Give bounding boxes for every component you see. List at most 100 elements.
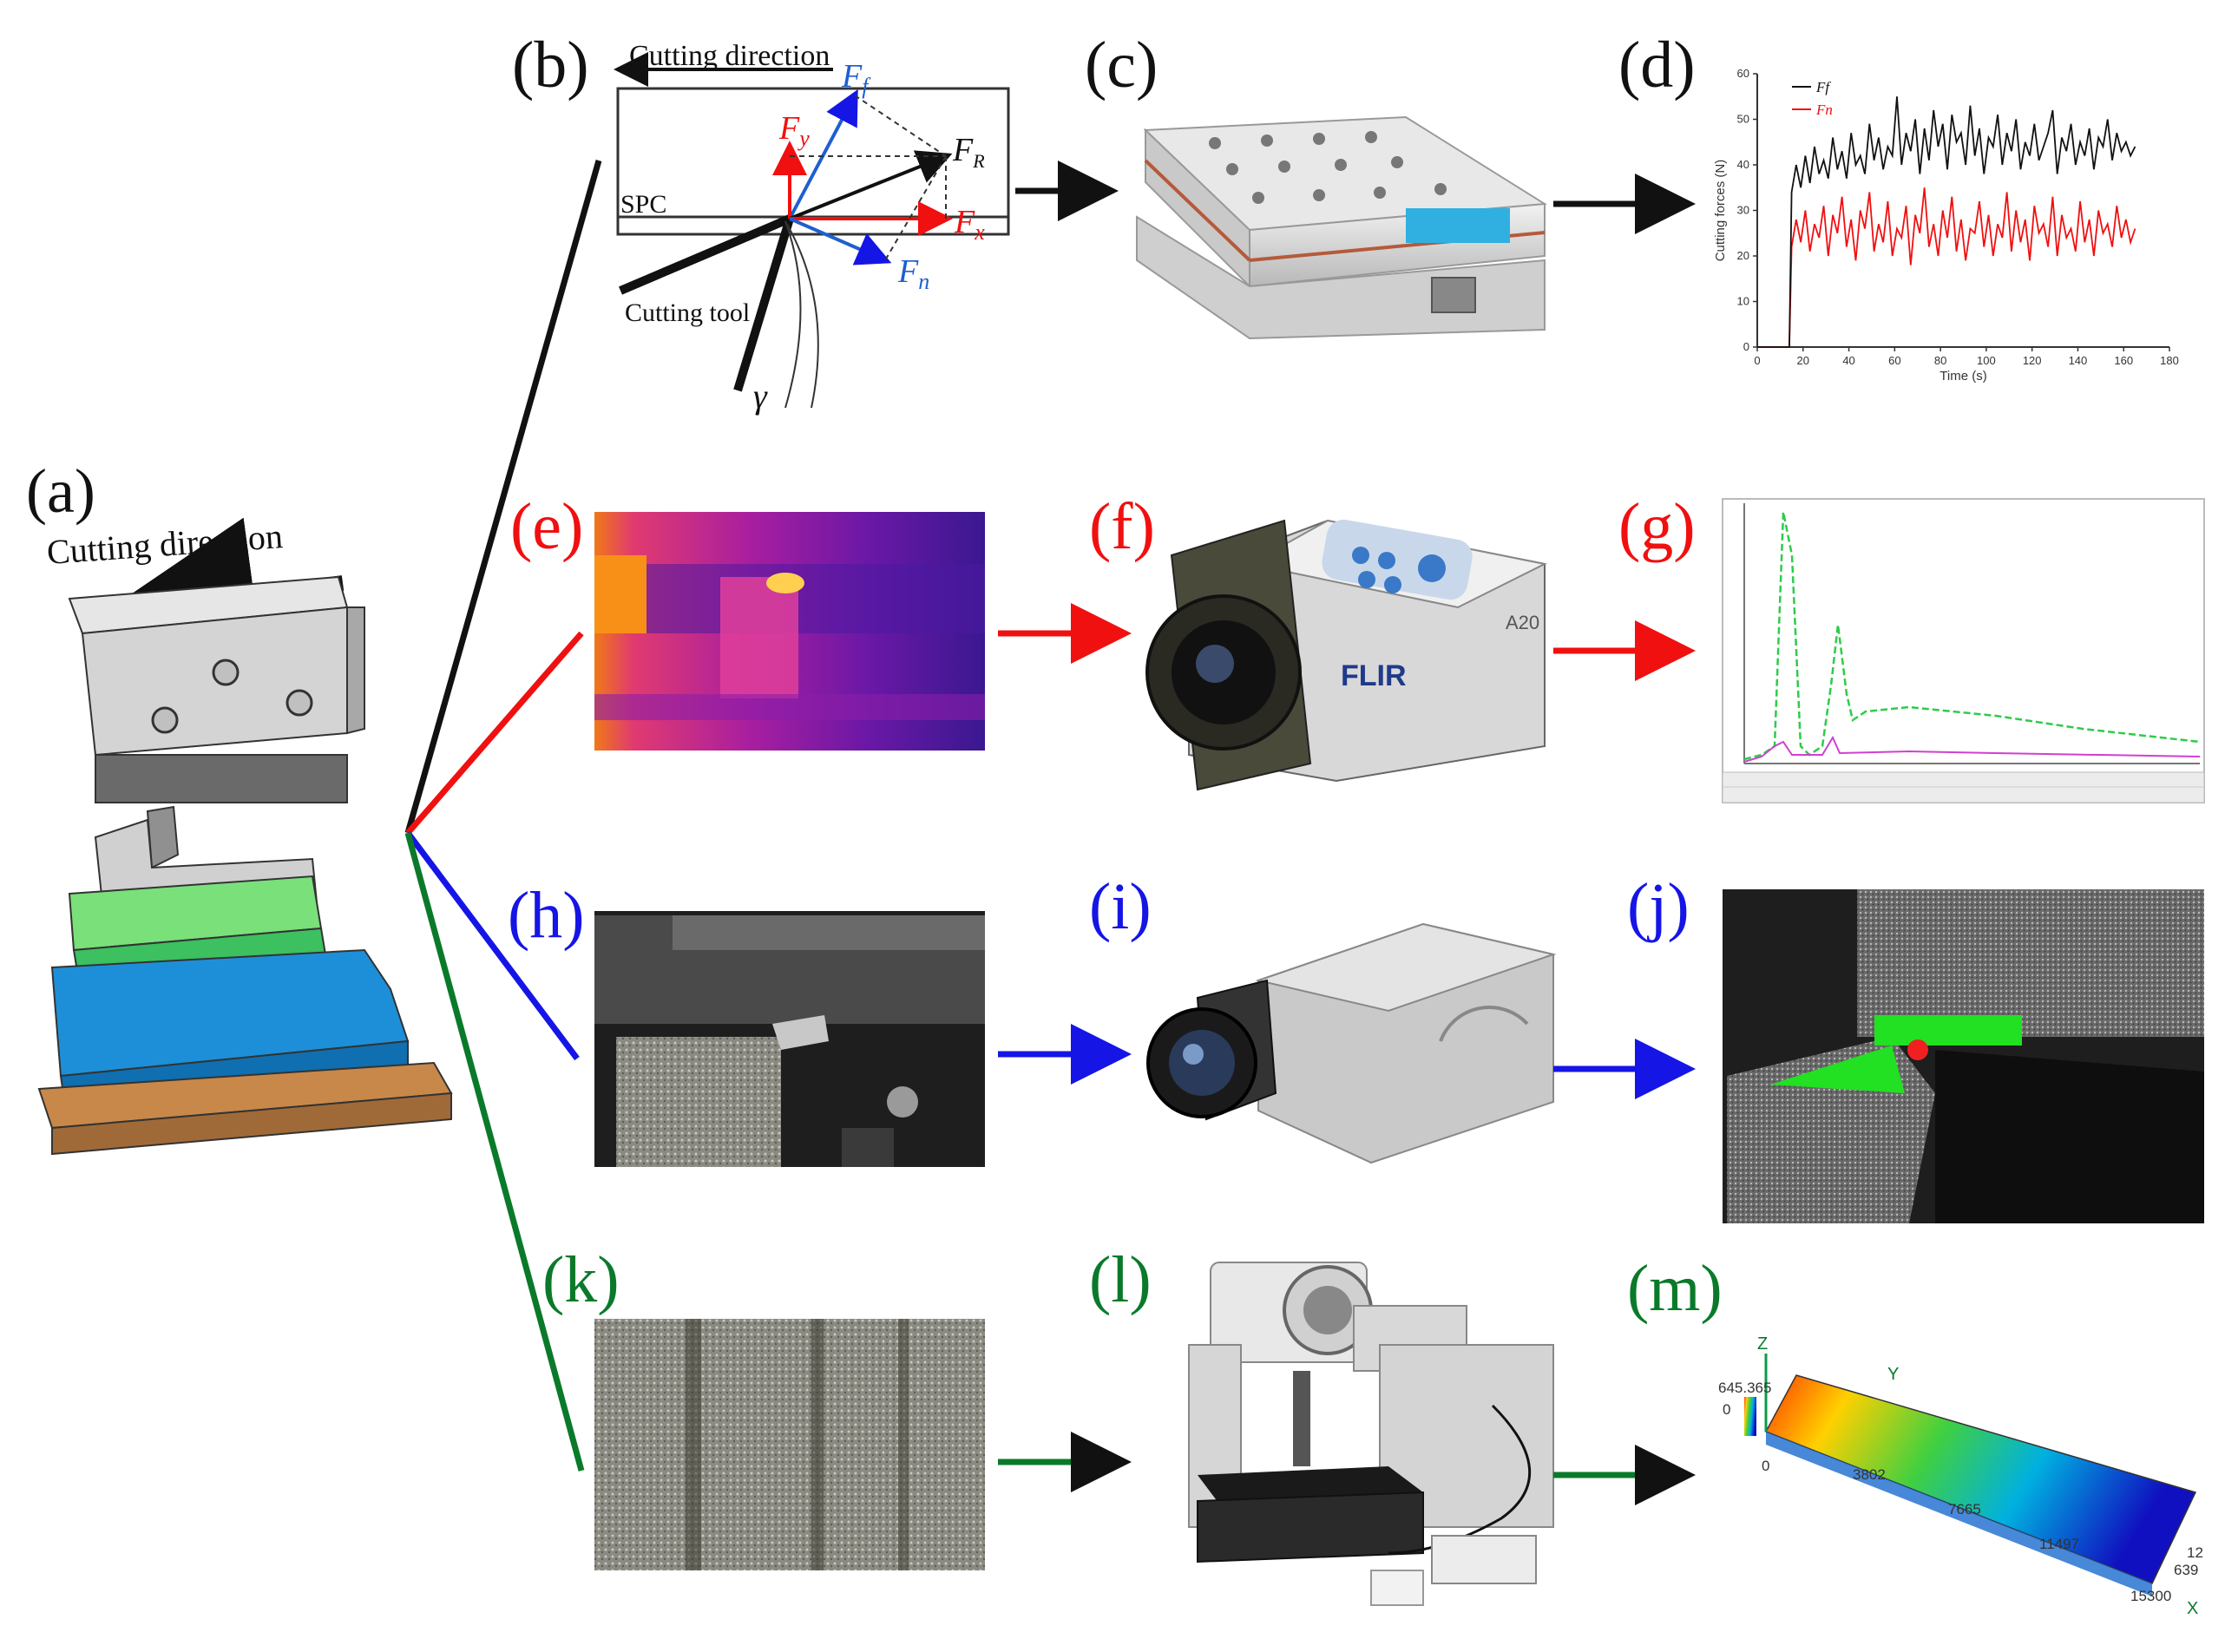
chart-y-tick-label: 20 xyxy=(1737,249,1749,262)
panel-b-cutting-direction: Cutting direction xyxy=(629,40,830,72)
dash-ff-fr xyxy=(854,95,947,157)
panel-e-label: (e) xyxy=(510,490,583,563)
surface-texture-image xyxy=(594,1319,985,1570)
tool-rake-line xyxy=(619,214,791,295)
panel-d-label: (d) xyxy=(1618,29,1696,102)
chart-y-tick-label: 10 xyxy=(1737,295,1749,308)
tool-holder xyxy=(68,575,365,803)
panel-k: (k) xyxy=(542,1243,985,1570)
label-ff: Ff xyxy=(841,58,871,99)
chart-series-fn xyxy=(1757,187,2136,348)
panel-b: (b) Cutting direction SPC Cutting tool γ… xyxy=(512,29,1010,416)
panel-l: (l) xyxy=(1089,1243,1554,1606)
panel-g-label: (g) xyxy=(1618,490,1696,563)
panel-h: (h) xyxy=(508,879,985,1167)
branch-line-red xyxy=(405,631,584,836)
chart-x-tick-label: 60 xyxy=(1888,354,1900,367)
temperature-plot xyxy=(1722,498,2205,803)
chart-x-tick-label: 120 xyxy=(2023,354,2042,367)
panel-a: (a) Cutting direction xyxy=(26,456,453,1156)
chart-x-tick-label: 40 xyxy=(1842,354,1854,367)
chart-x-tick-label: 80 xyxy=(1934,354,1946,367)
chart-legend-label: Fn xyxy=(1815,102,1833,118)
camera-model: A20 xyxy=(1506,612,1539,633)
spc-label: SPC xyxy=(620,190,666,219)
chart-y-tick-label: 30 xyxy=(1737,204,1749,217)
gamma-arc-2 xyxy=(784,220,802,409)
branch-lines xyxy=(404,160,602,1472)
panel-j: (j) xyxy=(1627,870,2204,1223)
chart-x-label: Time (s) xyxy=(1939,369,1986,384)
panel-a-label: (a) xyxy=(26,456,95,526)
tick-2: 7665 xyxy=(1948,1501,1981,1518)
panel-c-label: (c) xyxy=(1085,29,1158,102)
tick-4: 15300 xyxy=(2130,1588,2171,1604)
panel-i: (i) xyxy=(1089,870,1557,1164)
cutting-force-chart: 0 20 40 60 80 100 120 140 160 180 0 10 20 30 40 50 60Tim… xyxy=(1713,67,2179,384)
panel-d: (d) 0 20 40 60 80 100 120 140 160 180 0 10 20 30 40 50 6… xyxy=(1618,29,2179,384)
gamma-arc xyxy=(784,220,819,409)
panel-b-label: (b) xyxy=(512,29,589,102)
panel-f-label: (f) xyxy=(1089,490,1155,563)
workpiece xyxy=(68,818,327,978)
branch-line-black xyxy=(404,160,602,834)
chart-x-tick-label: 140 xyxy=(2069,354,2088,367)
tool-flank-line xyxy=(733,217,794,392)
thermal-camera-icon: FLIR A20 xyxy=(1145,519,1548,791)
panel-m: (m) Z Y X 645.365 0 0 3802 7665 11497 15… xyxy=(1627,1252,2203,1618)
chart-y-tick-label: 60 xyxy=(1737,67,1749,80)
chart-y-tick-label: 40 xyxy=(1737,158,1749,171)
branch-line-blue xyxy=(405,830,580,1061)
high-speed-frame-image xyxy=(594,911,985,1167)
microscope-icon xyxy=(1188,1262,1554,1606)
scale-bottom: 0 xyxy=(1723,1401,1730,1418)
thermal-image xyxy=(594,512,985,751)
panel-e: (e) xyxy=(510,490,985,751)
dic-strain-image xyxy=(1723,889,2204,1223)
chart-series-ff xyxy=(1757,96,2136,348)
chart-legend-label: Ff xyxy=(1815,79,1831,95)
axis-y-label: Y xyxy=(1887,1365,1899,1384)
corner-b: 639 xyxy=(2174,1562,2198,1578)
force-fn-arrow xyxy=(789,217,892,266)
chart-y-label: Cutting forces (N) xyxy=(1713,160,1728,262)
dash-fr-fn xyxy=(884,155,947,261)
scale-top: 645.365 xyxy=(1718,1380,1771,1396)
chart-x-tick-label: 160 xyxy=(2114,354,2133,367)
panel-l-label: (l) xyxy=(1089,1243,1152,1316)
corner-a: 12 xyxy=(2187,1544,2203,1561)
flir-brand: FLIR xyxy=(1341,659,1407,692)
3d-surface-plot: Z Y X 645.365 0 0 3802 7665 11497 15300 … xyxy=(1718,1334,2203,1618)
tick-3: 11497 xyxy=(2039,1536,2079,1552)
panel-f: (f) FLIR A20 xyxy=(1089,490,1548,791)
dynamometer-icon xyxy=(1136,115,1548,340)
panel-h-label: (h) xyxy=(508,879,585,952)
chart-x-tick-label: 100 xyxy=(1977,354,1996,367)
cutting-tool xyxy=(146,805,180,869)
panel-c: (c) xyxy=(1085,29,1548,340)
tick-0: 0 xyxy=(1762,1458,1769,1474)
chart-x-tick-label: 180 xyxy=(2160,354,2179,367)
chart-x-tick-label: 20 xyxy=(1797,354,1809,367)
axis-x-label: X xyxy=(2187,1599,2198,1618)
panel-i-label: (i) xyxy=(1089,870,1152,943)
gamma-label: γ xyxy=(753,377,768,416)
label-fn: Fn xyxy=(897,253,929,294)
vise xyxy=(37,948,453,1156)
spc-outline xyxy=(616,87,1010,236)
chart-y-tick-label: 0 xyxy=(1743,340,1749,353)
branch-line-green xyxy=(404,832,585,1472)
chart-y-tick-label: 50 xyxy=(1737,113,1749,126)
panel-j-label: (j) xyxy=(1627,870,1690,943)
chart-x-tick-label: 0 xyxy=(1754,354,1760,367)
high-speed-camera-icon xyxy=(1146,922,1557,1164)
label-fy: Fy xyxy=(778,110,810,151)
label-fr: FR xyxy=(952,132,985,172)
panel-m-label: (m) xyxy=(1627,1252,1723,1325)
tick-1: 3802 xyxy=(1853,1466,1886,1483)
panel-k-label: (k) xyxy=(542,1243,620,1316)
panel-g: (g) xyxy=(1618,490,2205,803)
axis-z-label: Z xyxy=(1757,1334,1768,1354)
force-fr-arrow xyxy=(789,150,953,220)
